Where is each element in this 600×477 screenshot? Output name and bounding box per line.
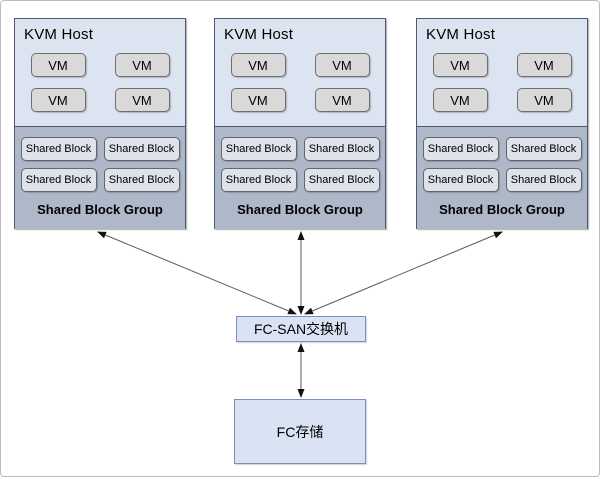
kvm-host-3-vm-area: KVM Host VM VM VM VM [417, 19, 587, 126]
shared-block-box: Shared Block [505, 137, 582, 161]
kvm-host-3-box: KVM Host VM VM VM VM Shared Block Shared… [416, 18, 588, 229]
shared-block-group-label: Shared Block Group [37, 202, 163, 217]
fc-storage-box: FC存储 [234, 399, 366, 464]
shared-block-box: Shared Block [220, 137, 297, 161]
shared-block-box: Shared Block [20, 168, 97, 192]
shared-block-group-label: Shared Block Group [237, 202, 363, 217]
kvm-host-1-shared-block-group: Shared Block Shared Block Shared Block S… [15, 126, 185, 229]
vm-box: VM [114, 53, 170, 77]
edge-host1-switch [97, 231, 297, 315]
shared-block-box: Shared Block [422, 137, 499, 161]
kvm-host-2-vm-area: KVM Host VM VM VM VM [215, 19, 385, 126]
shared-block-box: Shared Block [422, 168, 499, 192]
shared-block-box: Shared Block [303, 137, 380, 161]
kvm-host-1-vm-grid: VM VM VM VM [15, 53, 185, 112]
vm-box: VM [30, 88, 86, 112]
kvm-host-1-box: KVM Host VM VM VM VM Shared Block Shared… [14, 18, 186, 229]
kvm-host-3-title: KVM Host [426, 26, 496, 43]
shared-block-box: Shared Block [220, 168, 297, 192]
kvm-host-1-shared-block-grid: Shared Block Shared Block Shared Block S… [15, 137, 185, 192]
kvm-host-3-shared-block-group: Shared Block Shared Block Shared Block S… [417, 126, 587, 229]
shared-block-box: Shared Block [20, 137, 97, 161]
shared-block-box: Shared Block [103, 168, 180, 192]
vm-box: VM [314, 88, 370, 112]
vm-box: VM [516, 88, 572, 112]
vm-box: VM [516, 53, 572, 77]
vm-box: VM [230, 88, 286, 112]
kvm-host-2-vm-grid: VM VM VM VM [215, 53, 385, 112]
shared-block-box: Shared Block [505, 168, 582, 192]
vm-box: VM [314, 53, 370, 77]
kvm-host-3-shared-block-grid: Shared Block Shared Block Shared Block S… [417, 137, 587, 192]
shared-block-group-label: Shared Block Group [439, 202, 565, 217]
vm-box: VM [114, 88, 170, 112]
vm-box: VM [230, 53, 286, 77]
vm-box: VM [432, 53, 488, 77]
fc-san-switch-box: FC-SAN交换机 [236, 316, 366, 342]
kvm-host-3-vm-grid: VM VM VM VM [417, 53, 587, 112]
kvm-host-2-title: KVM Host [224, 26, 294, 43]
kvm-host-2-box: KVM Host VM VM VM VM Shared Block Shared… [214, 18, 386, 229]
kvm-host-2-shared-block-grid: Shared Block Shared Block Shared Block S… [215, 137, 385, 192]
kvm-host-1-vm-area: KVM Host VM VM VM VM [15, 19, 185, 126]
shared-block-box: Shared Block [303, 168, 380, 192]
edge-host3-switch [304, 231, 503, 315]
kvm-host-1-title: KVM Host [24, 26, 94, 43]
vm-box: VM [432, 88, 488, 112]
shared-block-box: Shared Block [103, 137, 180, 161]
kvm-host-2-shared-block-group: Shared Block Shared Block Shared Block S… [215, 126, 385, 229]
vm-box: VM [30, 53, 86, 77]
